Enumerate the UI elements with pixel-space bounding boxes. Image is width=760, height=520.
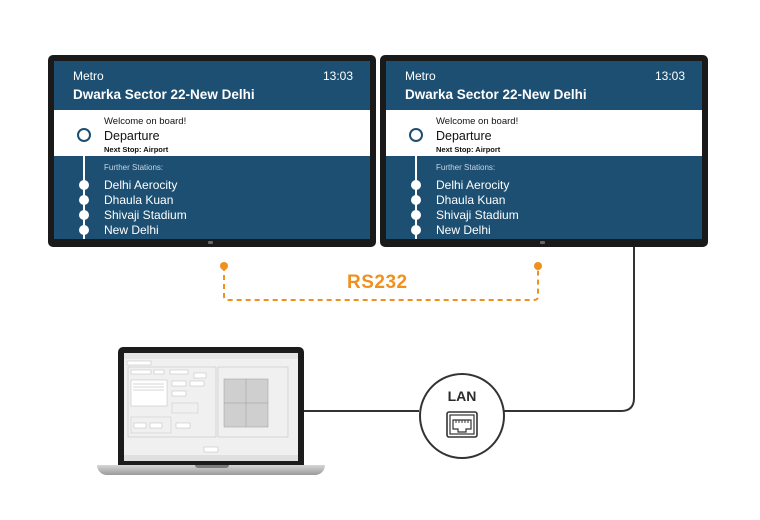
rs232-endpoint-right: [534, 262, 542, 270]
power-indicator: [208, 241, 213, 244]
station-dot-icon: [411, 210, 421, 220]
laptop-display: [124, 353, 298, 461]
station-dot-icon: [411, 225, 421, 235]
next-stop-text: Next Stop: Airport: [104, 145, 169, 154]
lan-cable: [501, 247, 635, 412]
station-dot-icon: [411, 195, 421, 205]
station-item: Delhi Aerocity: [104, 178, 178, 192]
station-item: New Delhi: [436, 223, 491, 237]
station-item: Dhaula Kuan: [104, 193, 174, 207]
display-screen-left: Metro 13:03 Dwarka Sector 22-New Delhi W…: [54, 61, 370, 239]
route-title: Dwarka Sector 22-New Delhi: [405, 87, 587, 102]
station-item: Dhaula Kuan: [436, 193, 506, 207]
route-title: Dwarka Sector 22-New Delhi: [73, 87, 255, 102]
station-item: Shivaji Stadium: [436, 208, 519, 222]
display-screen-right: Metro 13:03 Dwarka Sector 22-New Delhi W…: [386, 61, 702, 239]
rs232-label: RS232: [347, 272, 408, 293]
station-item: Shivaji Stadium: [104, 208, 187, 222]
laptop-notch: [195, 465, 229, 468]
welcome-text: Welcome on board!: [104, 116, 187, 127]
power-indicator: [540, 241, 545, 244]
station-dot-icon: [79, 210, 89, 220]
current-stop-marker-icon: [409, 128, 423, 142]
ethernet-port-icon: [446, 411, 478, 438]
laptop-base: [97, 465, 325, 475]
further-stations-label: Further Stations:: [104, 163, 164, 172]
rs232-endpoint-left: [220, 262, 228, 270]
welcome-text: Welcome on board!: [436, 116, 519, 127]
line-name: Metro: [73, 69, 104, 83]
lan-badge: LAN: [419, 373, 505, 459]
next-stop-text: Next Stop: Airport: [436, 145, 501, 154]
lan-label: LAN: [447, 388, 477, 404]
station-dot-icon: [79, 195, 89, 205]
station-dot-icon: [411, 180, 421, 190]
current-stop-marker-icon: [77, 128, 91, 142]
display-monitor-right: Metro 13:03 Dwarka Sector 22-New Delhi W…: [380, 55, 708, 247]
further-stations-label: Further Stations:: [436, 163, 496, 172]
station-item: Delhi Aerocity: [436, 178, 510, 192]
station-dot-icon: [79, 225, 89, 235]
clock-time: 13:03: [322, 69, 353, 83]
current-stop-band: Welcome on board! Departure Next Stop: A…: [54, 110, 370, 156]
rs232-dashed-link: [223, 266, 539, 301]
clock-time: 13:03: [654, 69, 685, 83]
station-item: New Delhi: [104, 223, 159, 237]
display-monitor-left: Metro 13:03 Dwarka Sector 22-New Delhi W…: [48, 55, 376, 247]
laptop: [118, 347, 304, 465]
current-stop-band: Welcome on board! Departure Next Stop: A…: [386, 110, 702, 156]
status-text: Departure: [436, 129, 492, 143]
status-text: Departure: [104, 129, 160, 143]
station-dot-icon: [79, 180, 89, 190]
control-software-window: [124, 353, 298, 461]
line-name: Metro: [405, 69, 436, 83]
